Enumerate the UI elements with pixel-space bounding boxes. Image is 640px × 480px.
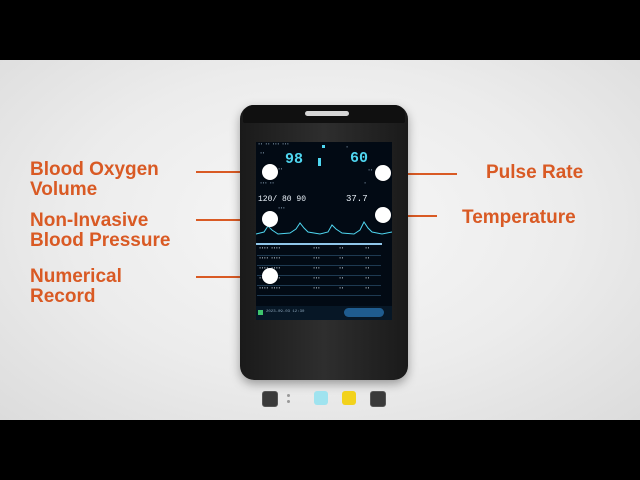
label-numerical-record: Numerical Record [30, 267, 122, 307]
pleth-waveform [256, 221, 392, 235]
product-stage: Blood Oxygen Volume Non-Invasive Blood P… [0, 60, 640, 420]
pointer-line-nibp [196, 219, 264, 221]
label-blood-oxygen-line1: Blood Oxygen [30, 159, 159, 180]
nibp-value: 120/ 80 90 [258, 195, 307, 204]
marker-dot-temperature [375, 207, 391, 223]
spo2-bar-icon [318, 158, 321, 166]
table-cell: ▪▪ [339, 257, 344, 261]
label-record-line2: Record [30, 286, 96, 307]
table-cell: ▪▪ [339, 247, 344, 251]
pointer-line-record [196, 276, 264, 278]
table-row: ▪▪▪▪ ▪▪▪▪ ▪▪▪ ▪▪ ▪▪ [257, 256, 381, 266]
marker-dot-record [262, 268, 278, 284]
table-cell: ▪▪▪ [313, 267, 321, 271]
table-row: ▪▪▪▪ ▪▪▪▪ ▪▪▪ ▪▪ ▪▪ [257, 246, 381, 256]
table-cell: ▪▪ [365, 257, 370, 261]
pointer-line-blood-oxygen [196, 171, 264, 173]
table-cell: ▪▪ [339, 277, 344, 281]
pointer-line-temperature [387, 215, 437, 217]
marker-dot-pulse-rate [375, 165, 391, 181]
patient-monitor-device: ▪▪ ▪▪ ▪▪▪ ▪▪▪ 98 ▪▪ ▪▪ 60 ▪ ▪▪ ▪▪▪ ▪▪ 12… [240, 105, 408, 407]
battery-icon [258, 310, 263, 315]
bottom-datetime: 2023-09-03 12:30 [266, 310, 305, 314]
label-record-line1: Numerical [30, 266, 122, 287]
letterbox-bottom [0, 420, 640, 480]
spo2-value: 98 [285, 151, 304, 168]
label-blood-oxygen: Blood Oxygen Volume [30, 160, 159, 200]
label-blood-oxygen-line2: Volume [30, 179, 98, 200]
label-pulse-rate: Pulse Rate [486, 162, 584, 183]
spo2-tag: ▪▪ [260, 152, 265, 156]
nibp-tag: ▪▪▪ ▪▪ [260, 182, 275, 186]
menu-button[interactable] [262, 391, 278, 407]
carry-handle [243, 105, 405, 123]
table-header-bar [256, 243, 382, 245]
pointer-line-pulse-rate [387, 173, 457, 175]
table-cell: ▪▪ [365, 277, 370, 281]
pulse-tag: ▪ [346, 146, 349, 150]
table-cell: ▪▪ [339, 287, 344, 291]
label-temperature: Temperature [462, 207, 576, 228]
temp-tag: ▪ [364, 182, 367, 186]
table-cell: ▪▪ [365, 287, 370, 291]
table-cell: ▪▪▪ [313, 257, 321, 261]
pulse-value: 60 [350, 150, 369, 167]
table-cell: ▪▪ [365, 247, 370, 251]
table-cell: ▪▪▪ [313, 247, 321, 251]
monitor-screen: ▪▪ ▪▪ ▪▪▪ ▪▪▪ 98 ▪▪ ▪▪ 60 ▪ ▪▪ ▪▪▪ ▪▪ 12… [256, 142, 392, 320]
spo2-sub: ▪▪ [278, 168, 283, 172]
table-row: ▪▪▪▪ ▪▪▪▪ ▪▪▪ ▪▪ ▪▪ [257, 286, 381, 296]
power-led-icon [287, 394, 290, 397]
pulse-sub: ▪▪ [368, 169, 373, 173]
alarm-silence-button[interactable] [342, 391, 356, 405]
table-cell: ▪▪▪▪ ▪▪▪▪ [259, 257, 281, 261]
table-cell: ▪▪▪ [313, 277, 321, 281]
label-nibp-line2: Blood Pressure [30, 230, 171, 251]
label-nibp: Non-Invasive Blood Pressure [30, 211, 170, 251]
temperature-value: 37.7 [346, 194, 368, 204]
marker-dot-blood-oxygen [262, 164, 278, 180]
table-cell: ▪▪▪▪ ▪▪▪▪ [259, 247, 281, 251]
table-cell: ▪▪▪ [313, 287, 321, 291]
label-nibp-line1: Non-Invasive [30, 210, 149, 231]
nibp-start-button[interactable] [314, 391, 328, 405]
letterbox-top [0, 0, 640, 60]
charge-led-icon [287, 400, 290, 403]
table-cell: ▪▪ [365, 267, 370, 271]
nibp-sub: ▪▪▪ [278, 207, 286, 211]
handle-slot [305, 111, 349, 116]
status-strip: ▪▪ ▪▪ ▪▪▪ ▪▪▪ [258, 143, 290, 147]
home-button[interactable] [370, 391, 386, 407]
table-cell: ▪▪▪▪ ▪▪▪▪ [259, 287, 281, 291]
marker-dot-nibp [262, 211, 278, 227]
table-cell: ▪▪ [339, 267, 344, 271]
bottom-action-button[interactable] [344, 308, 384, 317]
spo2-indicator-icon [322, 145, 325, 148]
